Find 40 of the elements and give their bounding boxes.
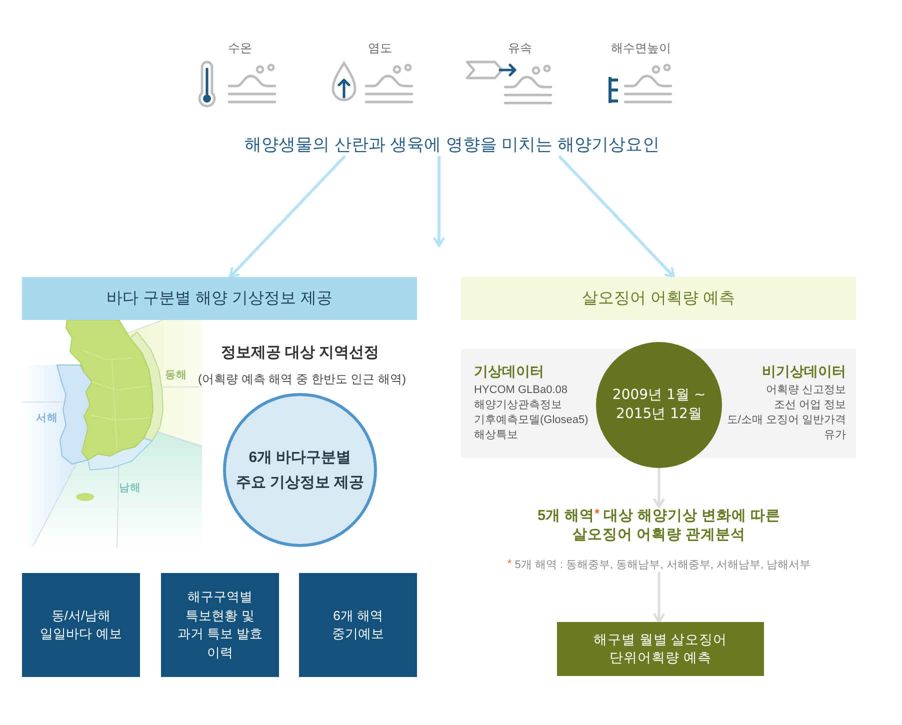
- service-panel: [299, 573, 417, 677]
- list-item: 조선 어업 정보: [774, 398, 846, 413]
- factor-label: 수온: [228, 40, 252, 56]
- column-heading: 기상데이터: [474, 362, 544, 381]
- sea-area-label: 동해: [165, 369, 187, 382]
- list-item: HYCOM GLBa0.08: [474, 383, 568, 398]
- service-label: 해구구역별 특보현황 및 과거 특보 발효 이력: [176, 588, 264, 662]
- section-header-band: [461, 277, 856, 320]
- analysis-text: 5개 해역$^{*}$ 대상 해양기상 변화에 따른 살오징어 어획량 관계분석: [536, 507, 782, 545]
- service-label: 6개 해역 중기예보: [331, 606, 385, 643]
- list-item: 유가: [824, 428, 846, 443]
- list-item: 어획량 신고정보: [766, 383, 846, 398]
- service-panel: [161, 573, 279, 677]
- flow-arrow: [228, 154, 346, 278]
- result-panel: [557, 622, 764, 676]
- service-label: 동/서/남해 일일바다 예보: [39, 606, 123, 643]
- factor-label: 유속: [508, 40, 532, 56]
- service-panel: [22, 573, 140, 677]
- subheading-text: 정보제공 대상 지역선정: [220, 343, 380, 363]
- title-text: 해양생물의 산란과 생육에 영향을 미치는 해양기상요인: [244, 134, 660, 156]
- flow-arrow: [653, 572, 665, 624]
- list-item: 해상특보: [474, 428, 518, 443]
- section-header-band: [22, 277, 417, 320]
- factor-label: 해수면높이: [611, 40, 671, 56]
- list-item: 기후예측모델(Glosea5): [474, 413, 588, 428]
- flow-arrow: [433, 156, 445, 248]
- flow-arrow: [558, 154, 676, 278]
- header-text: 바다 구분별 해양 기상정보 제공: [106, 288, 332, 308]
- list-item: 도/소매 오징어 일반가격: [726, 413, 846, 428]
- note-text: (어획량 예측 해역 중 한반도 인근 해역): [198, 371, 406, 388]
- flow-arrow: [653, 468, 665, 508]
- result-label: 해구별 월별 살오징어 단위어획량 예측: [592, 630, 728, 667]
- list-item: 해양기상관측정보: [474, 398, 562, 413]
- column-heading: 비기상데이터: [762, 362, 846, 381]
- highlight-text: 6개 바다구분별 주요 기상정보 제공: [234, 448, 366, 493]
- factor-label: 염도: [368, 40, 392, 56]
- sea-area-label: 서해: [36, 412, 58, 425]
- sea-area-label: 남해: [119, 482, 141, 495]
- header-text: 살오징어 어획량 예측: [582, 288, 735, 308]
- period-text: 2009년 1월 ~ 2015년 12월: [611, 386, 707, 424]
